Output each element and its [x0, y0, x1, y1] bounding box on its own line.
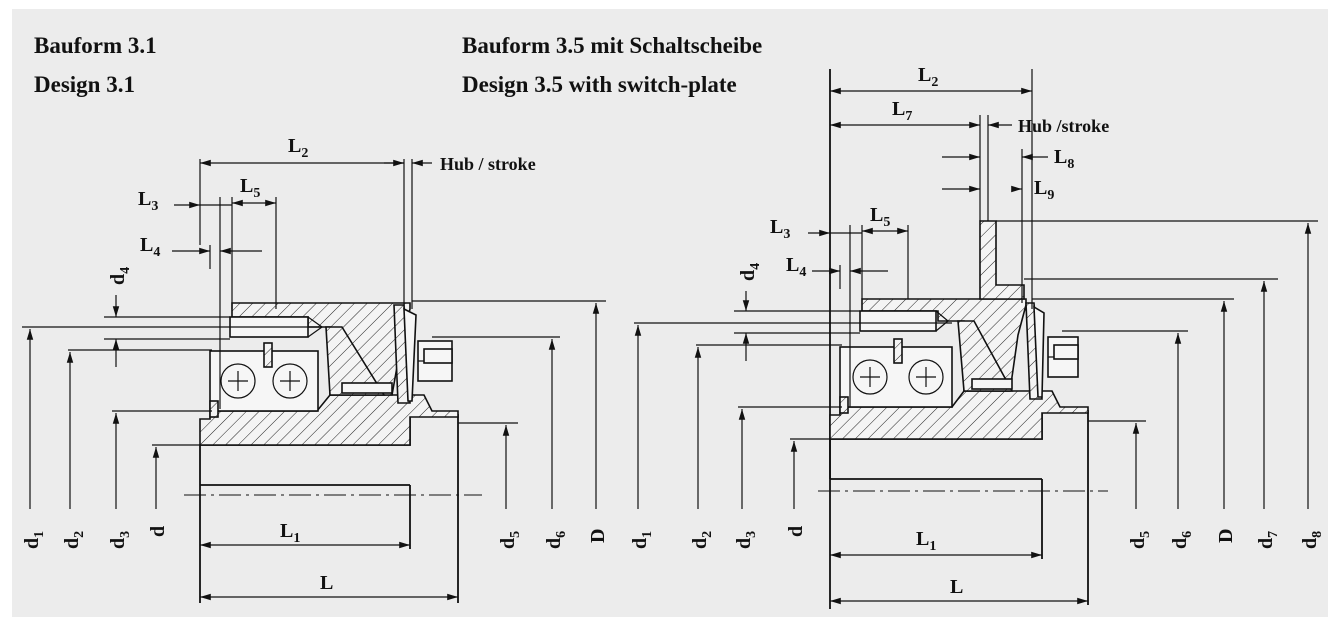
right-label-L: L	[950, 576, 963, 598]
title-left-english: Design 3.1	[34, 72, 135, 97]
left-label-d3: d3	[107, 531, 133, 549]
right-label-d5: d5	[1127, 531, 1153, 549]
left-label-L2: L2	[288, 135, 308, 161]
right-label-d3: d3	[733, 531, 759, 549]
right-label-d6: d6	[1169, 531, 1195, 549]
left-label-L1: L1	[280, 520, 300, 546]
drawing-sheet: Bauform 3.1 Design 3.1 Bauform 3.5 mit S…	[12, 9, 1328, 617]
title-right-german: Bauform 3.5 mit Schaltscheibe	[462, 33, 763, 58]
right-label-d4: d4	[737, 263, 763, 281]
left-label-L5: L5	[240, 175, 260, 201]
right-label-L1: L1	[916, 528, 936, 554]
right-label-d1: d1	[629, 531, 655, 549]
right-label-L2: L2	[918, 64, 938, 90]
right-label-L3: L3	[770, 216, 790, 242]
right-label-L9: L9	[1034, 177, 1054, 203]
right-label-L7: L7	[892, 98, 912, 124]
right-label-hub-stroke: Hub /stroke	[1018, 116, 1109, 136]
left-label-d5: d5	[497, 531, 523, 549]
left-label-L3: L3	[138, 188, 158, 214]
right-label-d2: d2	[689, 531, 715, 549]
title-right-english: Design 3.5 with switch-plate	[462, 72, 737, 97]
left-label-D: D	[587, 529, 609, 543]
right-clutch-section	[634, 69, 1318, 609]
right-label-d7: d7	[1255, 531, 1281, 549]
left-label-d: d	[147, 526, 169, 537]
right-label-D: D	[1215, 529, 1237, 543]
left-clutch-section	[22, 159, 606, 603]
left-label-d2: d2	[61, 531, 87, 549]
left-label-hub-stroke: Hub / stroke	[440, 154, 536, 174]
left-label-L4: L4	[140, 234, 160, 260]
left-label-d1: d1	[21, 531, 47, 549]
left-label-L: L	[320, 572, 333, 594]
left-label-d6: d6	[543, 531, 569, 549]
right-label-L8: L8	[1054, 146, 1074, 172]
right-label-L4: L4	[786, 254, 806, 280]
title-left-german: Bauform 3.1	[34, 33, 157, 58]
right-label-d: d	[785, 526, 807, 537]
right-label-d8: d8	[1299, 531, 1325, 549]
left-label-d4: d4	[107, 267, 133, 285]
technical-drawing: L2 Hub / stroke L3 L5 L4 d4 d1 d2 d3 d L…	[21, 64, 1325, 609]
right-label-L5: L5	[870, 204, 890, 230]
